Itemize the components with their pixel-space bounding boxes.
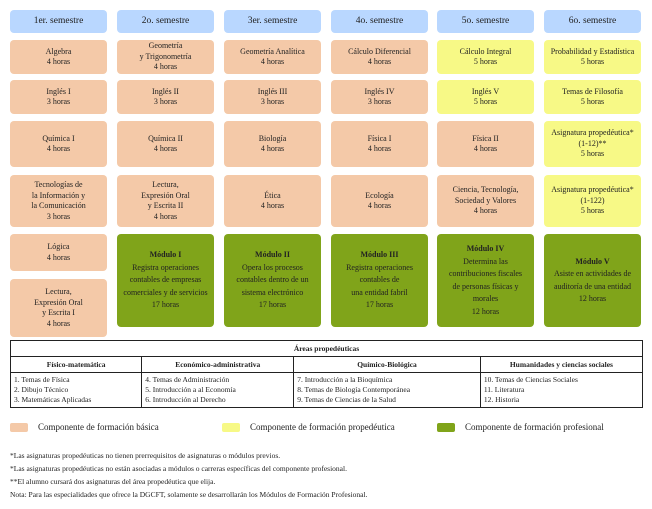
subject-cell: Ecología 4 horas [331,175,428,227]
semester-header: 2o. semestre [117,10,214,33]
semester-header: 3er. semestre [224,10,321,33]
subject-cell: Biología 4 horas [224,121,321,167]
area-subject: 10. Temas de Ciencias Sociales [483,375,578,384]
legend-professional: Componente de formación profesional [437,422,604,432]
subject-cell: Cálculo Integral 5 horas [437,40,534,74]
semester-header: 1er. semestre [10,10,107,33]
module-description: Registra operaciones contables de una en… [346,262,413,310]
subject-cell: Inglés II 3 horas [117,80,214,114]
subject-cell: Física II 4 horas [437,121,534,167]
module-title: Módulo I [149,250,182,260]
module-description: Registra operaciones contables de empres… [123,262,208,310]
legend-swatch [437,422,455,432]
area-subject: 6. Introducción al Derecho [145,395,226,404]
area-header: Económico-administrativa [141,356,295,373]
area-subject: 3. Matemáticas Aplicadas [14,395,92,404]
legend-propedeutic: Componente de formación propedéutica [222,422,395,432]
semester-header: 6o. semestre [544,10,641,33]
note: *Las asignaturas propedéuticas no están … [10,464,347,473]
legend-label: Componente de formación profesional [465,422,604,432]
legend-label: Componente de formación básica [38,422,159,432]
legend-label: Componente de formación propedéutica [250,422,395,432]
area-subject: 7. Introducción a la Bioquímica [297,375,393,384]
subject-cell: Geometría y Trigonometría 4 horas [117,40,214,74]
subject-cell: Asignatura propedéutica* (1-12)** 5 hora… [544,121,641,167]
area-header: Humanidades y ciencias sociales [479,356,644,373]
area-subject: 11. Literatura [483,385,525,394]
subject-cell: Lectura, Expresión Oral y Escrita II 4 h… [117,175,214,227]
area-subject: 12. Historia [483,395,520,404]
footnotes: *Las asignaturas propedéuticas no tienen… [10,449,367,501]
module-cell: Módulo II Opera los procesos contables de… [224,234,321,327]
subject-cell: Inglés V 5 horas [437,80,534,114]
area-subject: 9. Temas de Ciencias de la Salud [297,395,396,404]
module-title: Módulo III [360,250,399,260]
note: Nota: Para las especialidades que ofrece… [10,490,368,499]
area-subject: 8. Temas de Biología Contemporánea [297,385,411,394]
area-subject: 4. Temas de Administración [145,375,230,384]
area-header: Químico-Biológica [293,356,481,373]
subject-cell: Probabilidad y Estadística 5 horas [544,40,641,74]
module-cell: Módulo V Asiste en actividades de auditor… [544,234,641,327]
subject-cell: Cálculo Diferencial 4 horas [331,40,428,74]
module-title: Módulo V [575,256,610,266]
subject-cell: Inglés I 3 horas [10,80,107,114]
area-header: Físico-matemática [9,356,143,373]
module-title: Módulo IV [466,244,505,253]
module-description: Opera los procesos contables dentro de u… [236,262,309,310]
module-cell: Módulo III Registra operaciones contables… [331,234,428,327]
module-title: Módulo II [255,250,290,260]
module-description: Determina las contribuciones fiscales de… [448,256,523,316]
areas-title: Áreas propedéuticas [10,340,643,357]
subject-cell: Lógica 4 horas [10,234,107,271]
subject-cell: Química II 4 horas [117,121,214,167]
subject-cell: Física I 4 horas [331,121,428,167]
legend-basic: Componente de formación básica [10,422,159,432]
subject-cell: Inglés IV 3 horas [331,80,428,114]
area-subject: 2. Dibujo Técnico [14,385,69,394]
subject-cell: Química I 4 horas [10,121,107,167]
subject-cell: Inglés III 3 horas [224,80,321,114]
module-cell: Módulo IV Determina las contribuciones fi… [437,234,534,327]
legend-swatch [222,422,240,432]
note: **El alumno cursará dos asignaturas del … [10,477,216,486]
subject-cell: Lectura, Expresión Oral y Escrita I 4 ho… [10,279,107,337]
subject-cell: Ciencia, Tecnología, Sociedad y Valores … [437,175,534,227]
note: *Las asignaturas propedéuticas no tienen… [10,451,281,460]
subject-cell: Geometría Analítica 4 horas [224,40,321,74]
legend-swatch [10,422,28,432]
module-cell: Módulo I Registra operaciones contables d… [117,234,214,327]
subject-cell: Asignatura propedéutica* (1-122) 5 horas [544,175,641,227]
semester-header: 4o. semestre [331,10,428,33]
area-subject: 5. Introducción a al Economía [145,385,236,394]
semester-header: 5o. semestre [437,10,534,33]
subject-cell: Tecnologías de la Información y la Comun… [10,175,107,227]
subject-cell: Ética 4 horas [224,175,321,227]
subject-cell: Algebra 4 horas [10,40,107,74]
subject-cell: Temas de Filosofía 5 horas [544,80,641,114]
module-description: Asiste en actividades de auditoría de un… [553,269,632,303]
area-subject: 1. Temas de Física [14,375,70,384]
